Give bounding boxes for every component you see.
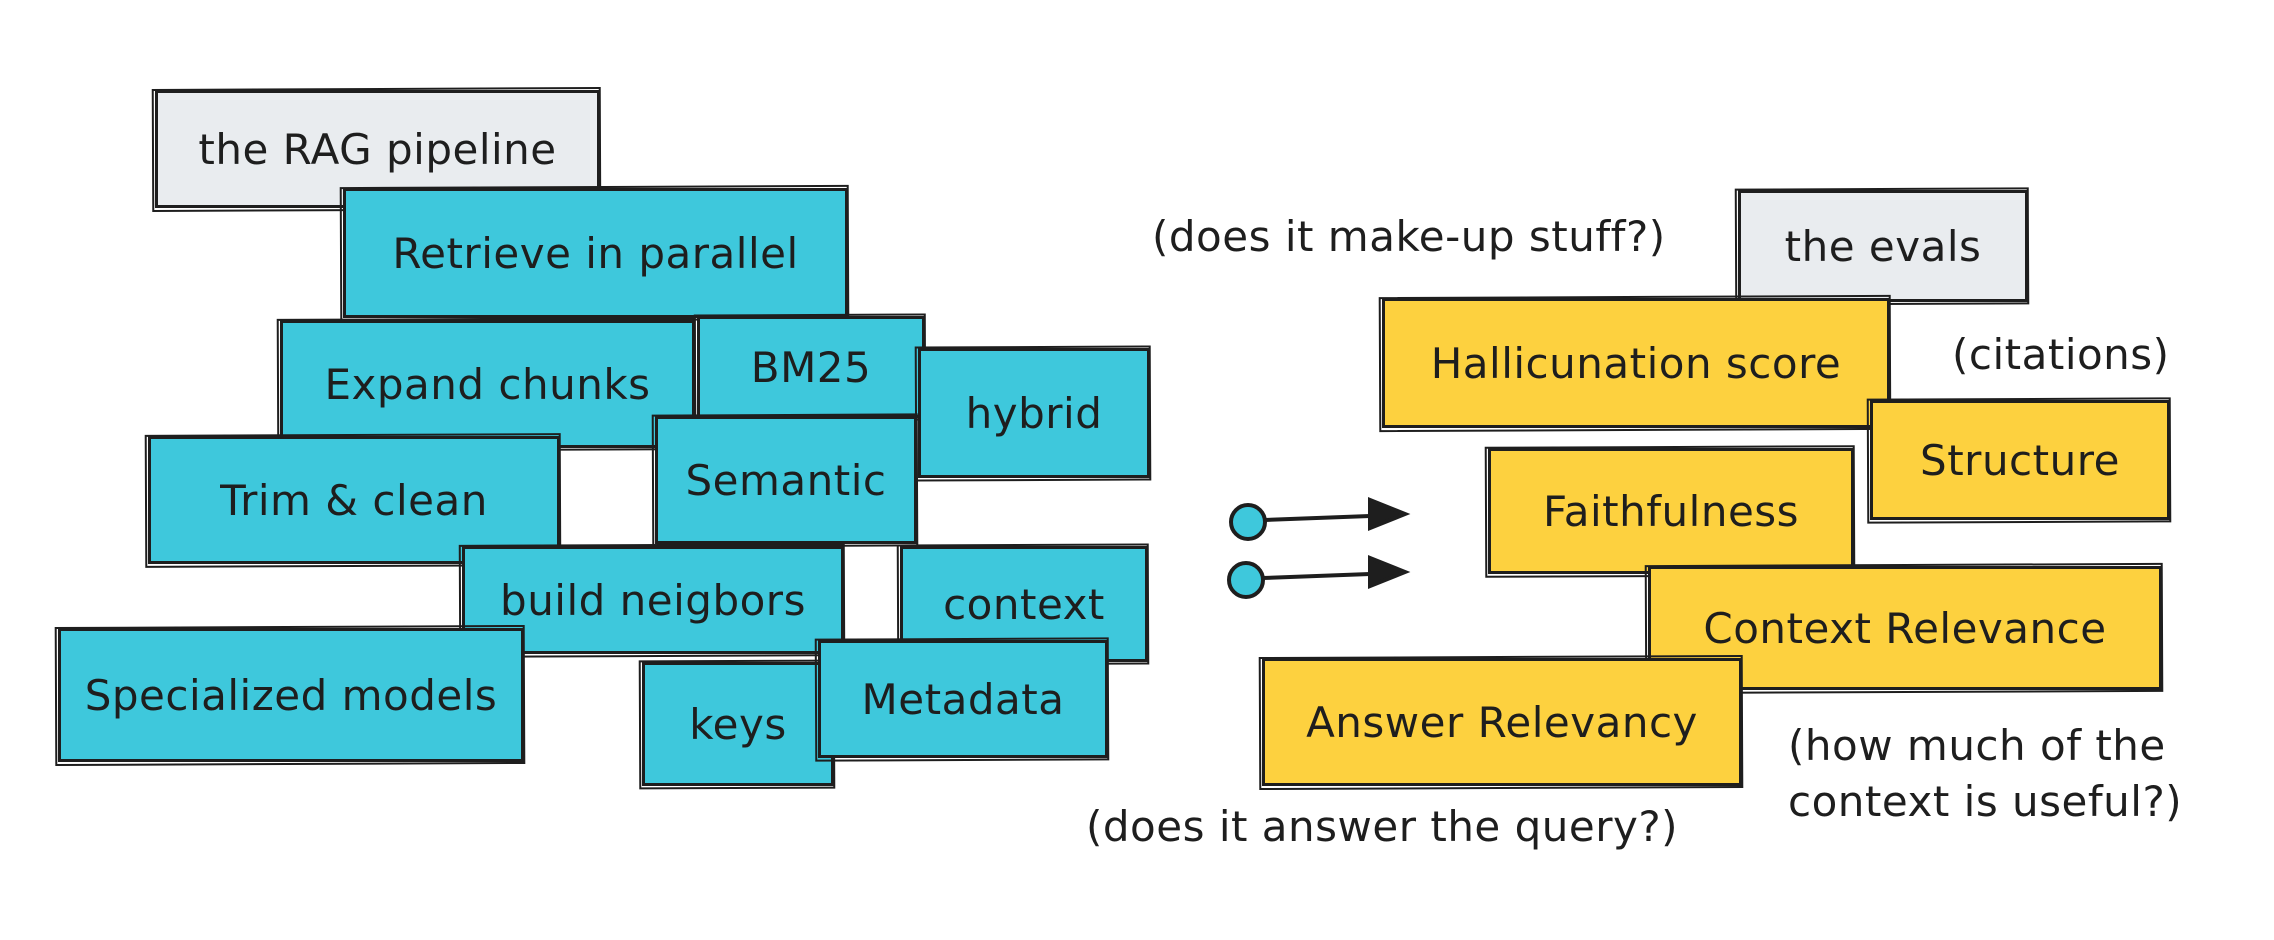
keys-label: keys xyxy=(689,699,787,749)
hallucination-score-label: Hallicunation score xyxy=(1430,338,1842,388)
expand-chunks-label: Expand chunks xyxy=(324,359,651,409)
metadata-box: Metadata xyxy=(818,640,1108,758)
faithfulness-label: Faithfulness xyxy=(1542,486,1800,536)
trim-clean-box: Trim & clean xyxy=(148,436,560,564)
arrow-head-top xyxy=(1368,497,1411,531)
expand-chunks-box: Expand chunks xyxy=(280,320,695,448)
bm25-label: BM25 xyxy=(750,342,872,392)
answer-relevancy-label: Answer Relevancy xyxy=(1306,697,1698,747)
hybrid-box: hybrid xyxy=(918,348,1150,478)
metadata-label: Metadata xyxy=(861,674,1065,724)
faithfulness-box: Faithfulness xyxy=(1488,448,1854,574)
hallucination-score-box: Hallicunation score xyxy=(1382,298,1890,428)
answer-query-note: (does it answer the query?) xyxy=(1086,802,1679,851)
structure-box: Structure xyxy=(1870,400,2170,520)
build-neighbors-box: build neigbors xyxy=(462,546,844,654)
context-relevance-box: Context Relevance xyxy=(1648,566,2162,690)
makeup-note: (does it make-up stuff?) xyxy=(1152,212,1666,261)
specialized-models-box: Specialized models xyxy=(58,628,524,762)
context-relevance-label: Context Relevance xyxy=(1703,603,2107,653)
arrow-start-dot-bottom xyxy=(1227,561,1265,599)
pipeline-title: the RAG pipeline xyxy=(198,124,557,174)
citations-note: (citations) xyxy=(1952,330,2170,379)
arrow-line-top xyxy=(1263,514,1372,522)
arrow-start-dot-top xyxy=(1229,503,1267,541)
retrieve-in-parallel-box: Retrieve in parallel xyxy=(343,188,848,318)
evals-title: the evals xyxy=(1784,221,1982,271)
answer-relevancy-box: Answer Relevancy xyxy=(1262,658,1742,786)
bm25-box: BM25 xyxy=(697,316,925,418)
structure-label: Structure xyxy=(1920,435,2120,485)
context-label: context xyxy=(943,579,1105,629)
evals-title-box: the evals xyxy=(1738,190,2028,302)
semantic-label: Semantic xyxy=(685,455,887,505)
semantic-box: Semantic xyxy=(655,416,917,544)
retrieve-in-parallel-label: Retrieve in parallel xyxy=(392,228,799,278)
build-neighbors-label: build neigbors xyxy=(500,575,806,625)
hybrid-label: hybrid xyxy=(965,388,1103,438)
context-useful-note: (how much of the context is useful?) xyxy=(1788,721,2183,826)
specialized-models-label: Specialized models xyxy=(84,670,498,720)
trim-clean-label: Trim & clean xyxy=(220,475,488,525)
arrow-line-bottom xyxy=(1261,572,1372,580)
arrow-head-bottom xyxy=(1368,555,1411,589)
